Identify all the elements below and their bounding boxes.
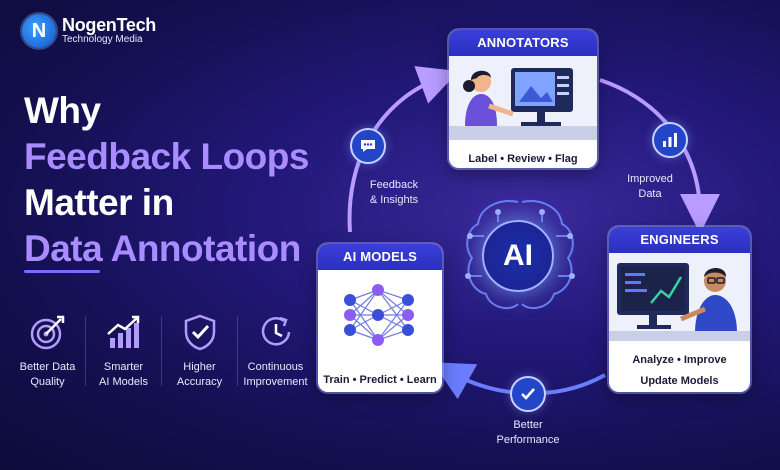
performance-label-line1: Better [513,419,543,431]
improved-data-label: Improved Data [618,172,682,202]
logo-mark: N [22,14,56,48]
refresh-clock-icon [261,316,290,346]
feedback-label-line2: & Insights [369,194,419,206]
title-line-1: Why [24,90,101,131]
annotators-card-title: ANNOTATORS [449,30,597,56]
feature-label-line1: Higher [183,361,216,373]
engineers-card-title: ENGINEERS [609,227,750,253]
engineers-card: ENGINEERS Analyze • Improve Update Model… [609,227,750,392]
title-line-2: Feedback Loops [24,136,309,177]
feature-divider [161,316,162,386]
ai-models-card-title: AI MODELS [318,244,442,270]
title-line-4: Data Annotation [24,228,301,269]
feature-better-data-quality: Better Data Quality [10,312,85,390]
feature-divider [237,316,238,386]
ai-core-badge: AI [482,220,554,292]
improved-label-line2: Data [638,188,662,200]
performance-label-line2: Performance [496,434,560,446]
logo-brand-name: NogenTech [62,15,156,35]
title-line-3: Matter in [24,182,174,223]
feature-higher-accuracy: Higher Accuracy [162,312,237,390]
feature-label-line1: Better Data [19,361,76,373]
annotator-illustration [449,56,597,140]
target-icon [30,315,64,350]
benefits-row: Better Data Quality Smarter AI Models Hi… [10,312,313,390]
growth-chart-icon [106,315,139,348]
checkmark-icon [510,376,546,412]
annotators-card-footer: Label • Review • Flag [468,153,578,165]
feature-continuous-improvement: Continuous Improvement [238,312,313,390]
feature-label-line2: AI Models [99,376,148,388]
improved-label-line1: Improved [627,173,673,185]
brand-logo: N NogenTech Technology Media [22,14,156,48]
feedback-label-line1: Feedback [369,179,419,191]
better-performance-label: Better Performance [490,418,566,448]
neural-network-icon [344,284,414,346]
feature-smarter-ai-models: Smarter AI Models [86,312,161,390]
ai-models-card-footer: Train • Predict • Learn [323,374,437,386]
feature-label-line2: Accuracy [176,376,223,388]
page-title: Why Feedback Loops Matter in Data Annota… [24,88,309,272]
feature-label-line1: Smarter [103,361,144,373]
engineers-card-footer-line1: Analyze • Improve [632,354,727,366]
engineers-card-footer-line2: Update Models [640,375,719,387]
logo-subtitle: Technology Media [62,34,143,45]
chat-bubble-icon [350,128,386,164]
feature-divider [85,316,86,386]
annotators-card: ANNOTATORS Label • Review • Flag [449,30,597,168]
feature-label-line2: Improvement [243,376,308,388]
shield-check-icon [184,314,215,351]
ai-models-card: AI MODELS Train • Predict • Learn [318,244,442,392]
feature-label-line2: Quality [30,376,65,388]
engineer-illustration [609,253,750,341]
feature-label-line1: Continuous [247,361,304,373]
feedback-insights-label: Feedback & Insights [358,178,430,208]
bar-chart-icon [652,122,688,158]
brain-circuit-icon [465,200,575,310]
title-underline [24,270,100,273]
